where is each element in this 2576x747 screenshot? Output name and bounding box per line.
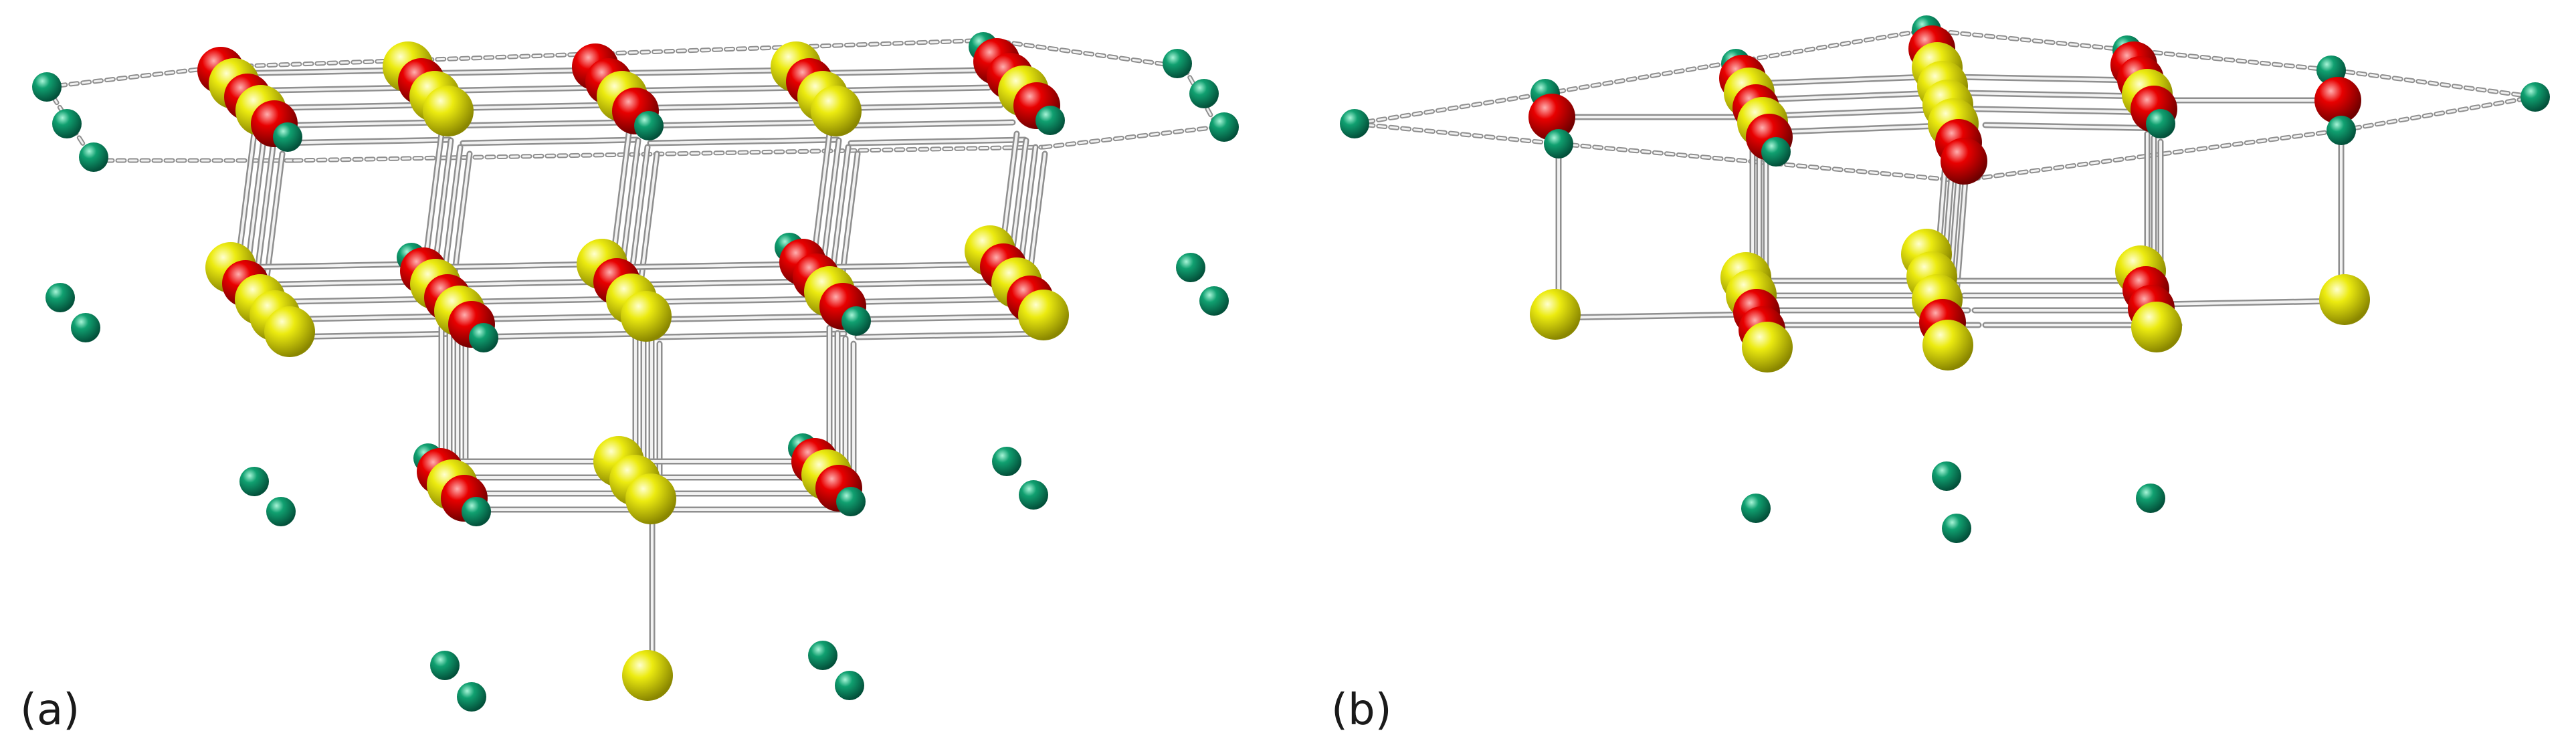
yellow-atom [1922,320,1973,370]
panel-a-label: (a) [20,685,80,735]
teal-atom [992,447,1021,476]
red-atom [2314,77,2361,124]
bond-highlight [637,121,827,127]
yellow-atom [1742,322,1793,372]
teal-atom [835,671,864,700]
bond-highlight [1963,92,2146,98]
yellow-atom [621,291,672,342]
panel-b-structure [1340,15,2550,543]
bond-highlight [1751,76,1928,85]
teal-atom [2520,82,2550,112]
teal-atom [1199,286,1229,316]
teal-atom [1761,137,1791,167]
bond-highlight [2159,300,2343,306]
dashed-bond-highlight [1353,122,1560,145]
teal-atom [1019,480,1048,510]
bond-highlight [601,69,791,75]
yellow-atom [622,650,673,701]
bond-highlight [450,121,626,127]
teal-atom [1932,461,1961,491]
yellow-atom [1018,290,1069,340]
yellow-atom [1530,289,1581,340]
dashed-bond-highlight [989,39,1185,68]
teal-atom [1163,49,1192,78]
yellow-atom [423,86,474,136]
teal-atom [462,497,491,526]
bond-highlight [274,138,451,144]
teal-atom [2146,109,2175,138]
bond-highlight [656,332,846,338]
dashed-bond-highlight [1959,129,2343,182]
dashed-bond-highlight [1183,66,1219,128]
bond-highlight [468,332,645,338]
teal-atom [2136,484,2165,513]
bond-highlight [1773,108,1949,117]
bond-highlight [233,263,409,269]
red-atom [1528,94,1575,140]
yellow-atom [2131,302,2182,352]
teal-atom [469,323,498,352]
bond-highlight [462,138,638,144]
teal-atom [836,487,866,516]
panel-a-structure [32,32,1239,712]
dashed-bond-highlight [2333,69,2537,98]
teal-atom [239,467,269,496]
teal-atom [71,313,100,342]
bond-highlight [808,263,998,269]
bond-highlight [856,332,1046,338]
bond-highlight [649,138,839,144]
teal-atom [79,142,108,172]
teal-atom [1189,79,1219,108]
dashed-bond-highlight [1557,142,1961,182]
teal-atom [45,283,75,312]
yellow-atom [2319,274,2370,325]
teal-atom [273,122,302,152]
panel-b-label: (b) [1331,685,1392,735]
bond-highlight [1952,76,2135,82]
yellow-atom [811,86,862,136]
teal-atom [32,72,62,102]
teal-atom [430,651,460,680]
teal-atom [1741,494,1771,523]
teal-atom [1035,106,1065,135]
teal-atom [52,109,82,138]
teal-atom [808,641,837,670]
dashed-bond-highlight [45,66,222,88]
teal-atom [1209,112,1239,142]
bond-highlight [850,138,1026,144]
teal-atom [634,111,664,140]
red-atom [1941,138,1987,185]
bond-highlight [643,315,833,321]
teal-atom [1176,253,1205,282]
dashed-bond-highlight [1042,126,1219,148]
teal-atom [841,306,871,336]
teal-atom [1942,514,1971,543]
bond-highlight [1557,313,1754,319]
bond-highlight [1984,124,2167,130]
dashed-bond-highlight [2340,96,2537,132]
bond-highlight [1973,108,2157,114]
bond-highlight [844,315,1034,321]
teal-atom [1340,109,1369,138]
bond-highlight [607,263,797,269]
dashed-bond-highlight [1353,92,1547,125]
bond-highlight [1762,92,1939,101]
teal-atom [1544,129,1573,158]
teal-atom [266,497,296,526]
yellow-atom [264,306,315,357]
teal-atom [457,682,486,712]
dashed-bond-highlight [293,146,1045,162]
teal-atom [2326,116,2356,145]
yellow-atom [625,473,676,524]
bond-highlight [837,121,1014,127]
